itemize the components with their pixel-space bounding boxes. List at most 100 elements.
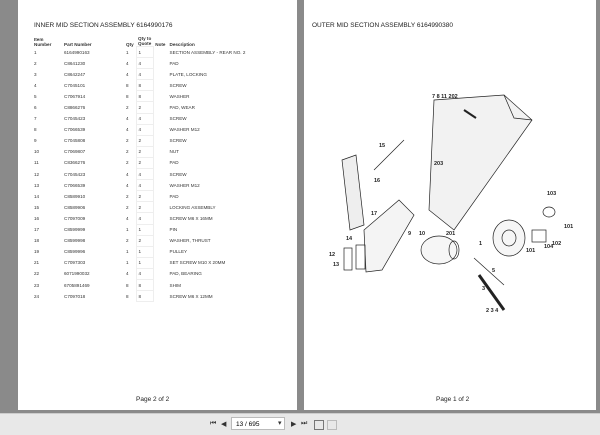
- qty-to-quote[interactable]: 2: [135, 101, 154, 114]
- qty: 4: [126, 215, 129, 221]
- qty-to-quote[interactable]: 4: [135, 123, 154, 136]
- qty: 1: [126, 227, 129, 233]
- qty-to-quote[interactable]: 4: [135, 212, 154, 225]
- note: [153, 80, 167, 91]
- qty-to-quote[interactable]: 4: [135, 112, 154, 125]
- col-qty-quote: Qty to Quote: [138, 36, 152, 46]
- qty-to-quote[interactable]: 1: [135, 245, 154, 258]
- svg-text:1: 1: [479, 241, 482, 247]
- item-number: 10: [34, 149, 40, 155]
- description: PAD: [169, 193, 179, 199]
- left-page: INNER MID SECTION ASSEMBLY 6164990176 It…: [18, 0, 297, 410]
- next-page-button[interactable]: ▶: [291, 421, 297, 428]
- qty-to-quote[interactable]: 2: [135, 156, 154, 170]
- note: [153, 102, 167, 113]
- svg-text:2 3 4: 2 3 4: [486, 308, 499, 314]
- qty-to-quote[interactable]: 8: [135, 290, 154, 303]
- svg-text:14: 14: [346, 236, 353, 242]
- qty-to-quote[interactable]: 4: [135, 179, 154, 192]
- svg-text:201: 201: [446, 231, 455, 237]
- qty-to-quote[interactable]: 1: [135, 223, 154, 236]
- item-number: 15: [34, 204, 40, 210]
- qty-to-quote[interactable]: 8: [135, 90, 154, 103]
- qty: 8: [126, 93, 129, 99]
- note: [153, 47, 167, 58]
- prev-page-button[interactable]: ◀: [221, 421, 227, 428]
- qty: 2: [126, 138, 129, 144]
- qty: 4: [126, 182, 129, 188]
- qty-to-quote[interactable]: 4: [135, 57, 154, 70]
- qty: 2: [126, 149, 129, 155]
- description: PAD, BEARING: [169, 271, 202, 277]
- first-page-button[interactable]: ⏮: [210, 420, 217, 427]
- page-dropdown-icon[interactable]: ▾: [278, 420, 282, 427]
- description: PAD: [169, 160, 179, 166]
- note: [153, 91, 167, 102]
- description: WASHER M12: [169, 182, 200, 188]
- item-number: 16: [34, 215, 40, 221]
- description: SET SCREW M10 X 20MM: [169, 260, 226, 266]
- qty-to-quote[interactable]: 8: [135, 79, 154, 92]
- qty-to-quote[interactable]: 8: [135, 278, 154, 292]
- item-number: 13: [34, 182, 40, 188]
- note: [153, 224, 167, 235]
- qty: 4: [126, 71, 129, 77]
- right-page: OUTER MID SECTION ASSEMBLY 6164990380 7 …: [304, 0, 596, 410]
- note: [153, 291, 167, 302]
- qty-to-quote[interactable]: 2: [135, 145, 154, 158]
- item-number: 1: [34, 49, 37, 55]
- note: [153, 180, 167, 191]
- qty: 8: [126, 293, 129, 299]
- svg-text:16: 16: [374, 178, 380, 184]
- qty-to-quote[interactable]: 4: [135, 68, 154, 81]
- page-number-input[interactable]: 13 / 695: [231, 417, 285, 430]
- note: [153, 135, 167, 146]
- fit-page-icon[interactable]: [314, 420, 324, 430]
- qty-to-quote[interactable]: 2: [135, 234, 154, 247]
- part-number: C8866276: [64, 105, 86, 111]
- col-item: Item Number: [34, 36, 52, 47]
- note: [153, 268, 167, 279]
- svg-text:13: 13: [333, 262, 339, 268]
- item-number: 8: [34, 127, 37, 133]
- fit-width-icon[interactable]: [327, 420, 337, 430]
- qty: 4: [126, 116, 129, 122]
- qty-to-quote[interactable]: 4: [135, 168, 154, 181]
- qty-to-quote[interactable]: 2: [135, 201, 154, 214]
- col-note: Note: [155, 41, 166, 47]
- qty: 8: [126, 82, 129, 88]
- last-page-button[interactable]: ⏭: [301, 420, 308, 427]
- description: SCREW: [169, 171, 187, 177]
- description: NUT: [169, 149, 179, 155]
- svg-text:102: 102: [552, 241, 561, 247]
- note: [153, 58, 167, 69]
- right-page-title: OUTER MID SECTION ASSEMBLY 6164990380: [312, 22, 454, 29]
- part-number: C7097018: [64, 293, 86, 299]
- qty-to-quote[interactable]: 1: [135, 256, 154, 269]
- part-number: C7045808: [64, 138, 86, 144]
- qty-to-quote[interactable]: 4: [135, 267, 154, 280]
- svg-text:10: 10: [419, 231, 425, 237]
- note: [153, 202, 167, 213]
- qty-to-quote[interactable]: 2: [135, 134, 154, 147]
- qty-to-quote[interactable]: 1: [135, 45, 154, 59]
- part-number: C7045423: [64, 116, 86, 122]
- description: WASHER, THRUST: [169, 238, 211, 244]
- page-indicator: 13 / 695: [236, 421, 260, 428]
- col-qty: Qty: [126, 41, 134, 47]
- qty-to-quote[interactable]: 2: [135, 190, 154, 203]
